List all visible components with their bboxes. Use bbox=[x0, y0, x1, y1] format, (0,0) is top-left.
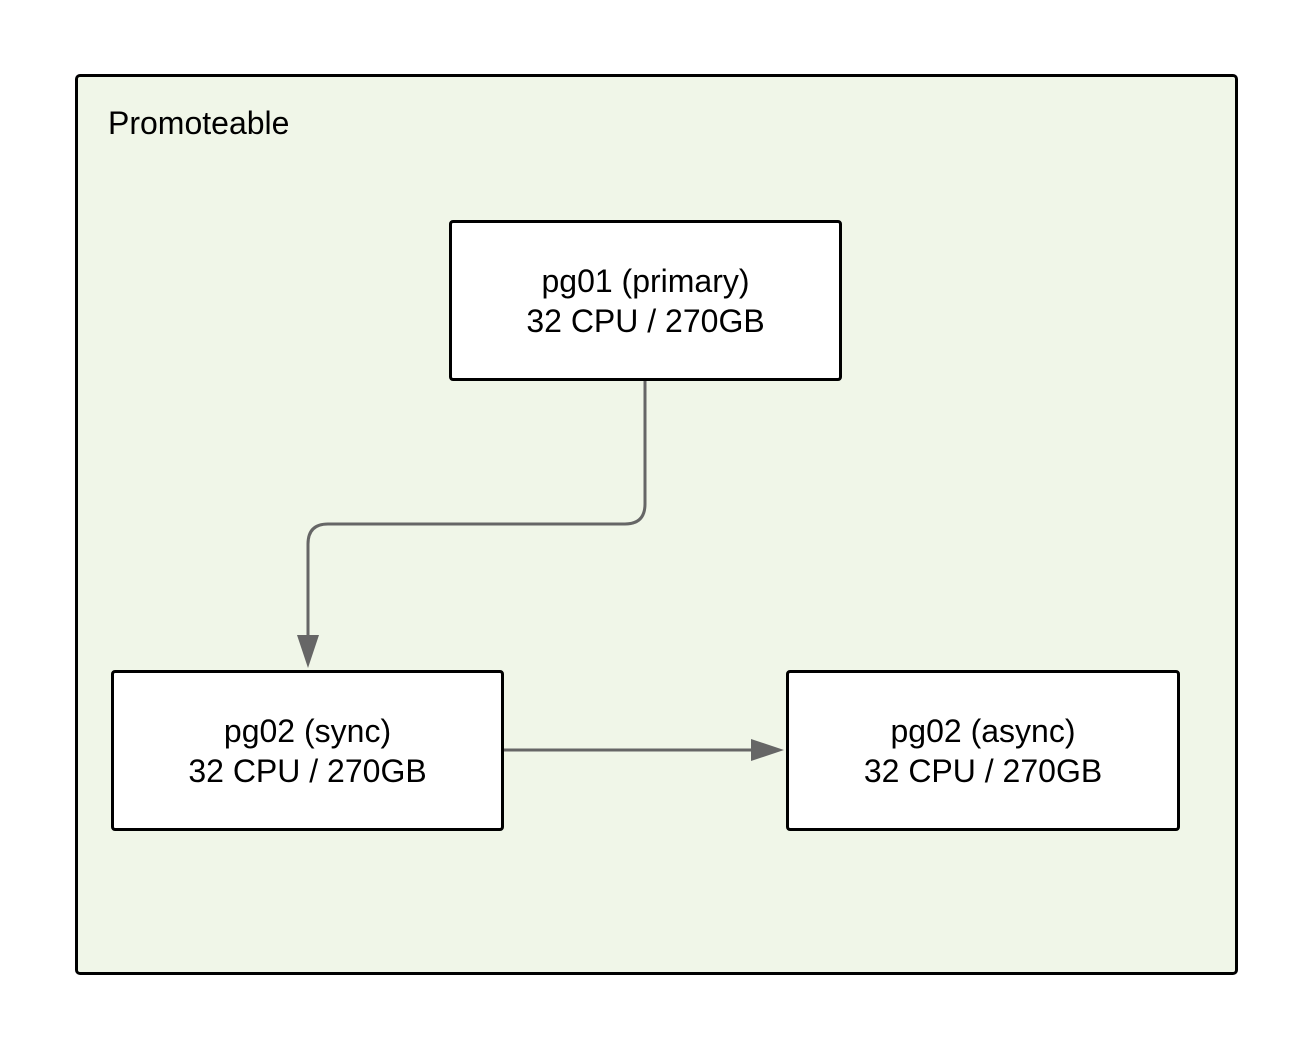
node-pg01-primary: pg01 (primary) 32 CPU / 270GB bbox=[449, 220, 842, 381]
node-pg02-sync: pg02 (sync) 32 CPU / 270GB bbox=[111, 670, 504, 831]
promoteable-group: Promoteable bbox=[75, 74, 1238, 975]
node-spec: 32 CPU / 270GB bbox=[863, 752, 1103, 789]
node-pg02-async: pg02 (async) 32 CPU / 270GB bbox=[786, 670, 1180, 831]
node-name: pg02 (async) bbox=[890, 712, 1076, 749]
node-name: pg02 (sync) bbox=[223, 712, 392, 749]
node-spec: 32 CPU / 270GB bbox=[526, 302, 765, 339]
group-label: Promoteable bbox=[108, 105, 290, 141]
node-spec: 32 CPU / 270GB bbox=[188, 752, 427, 789]
node-name: pg01 (primary) bbox=[541, 262, 750, 299]
